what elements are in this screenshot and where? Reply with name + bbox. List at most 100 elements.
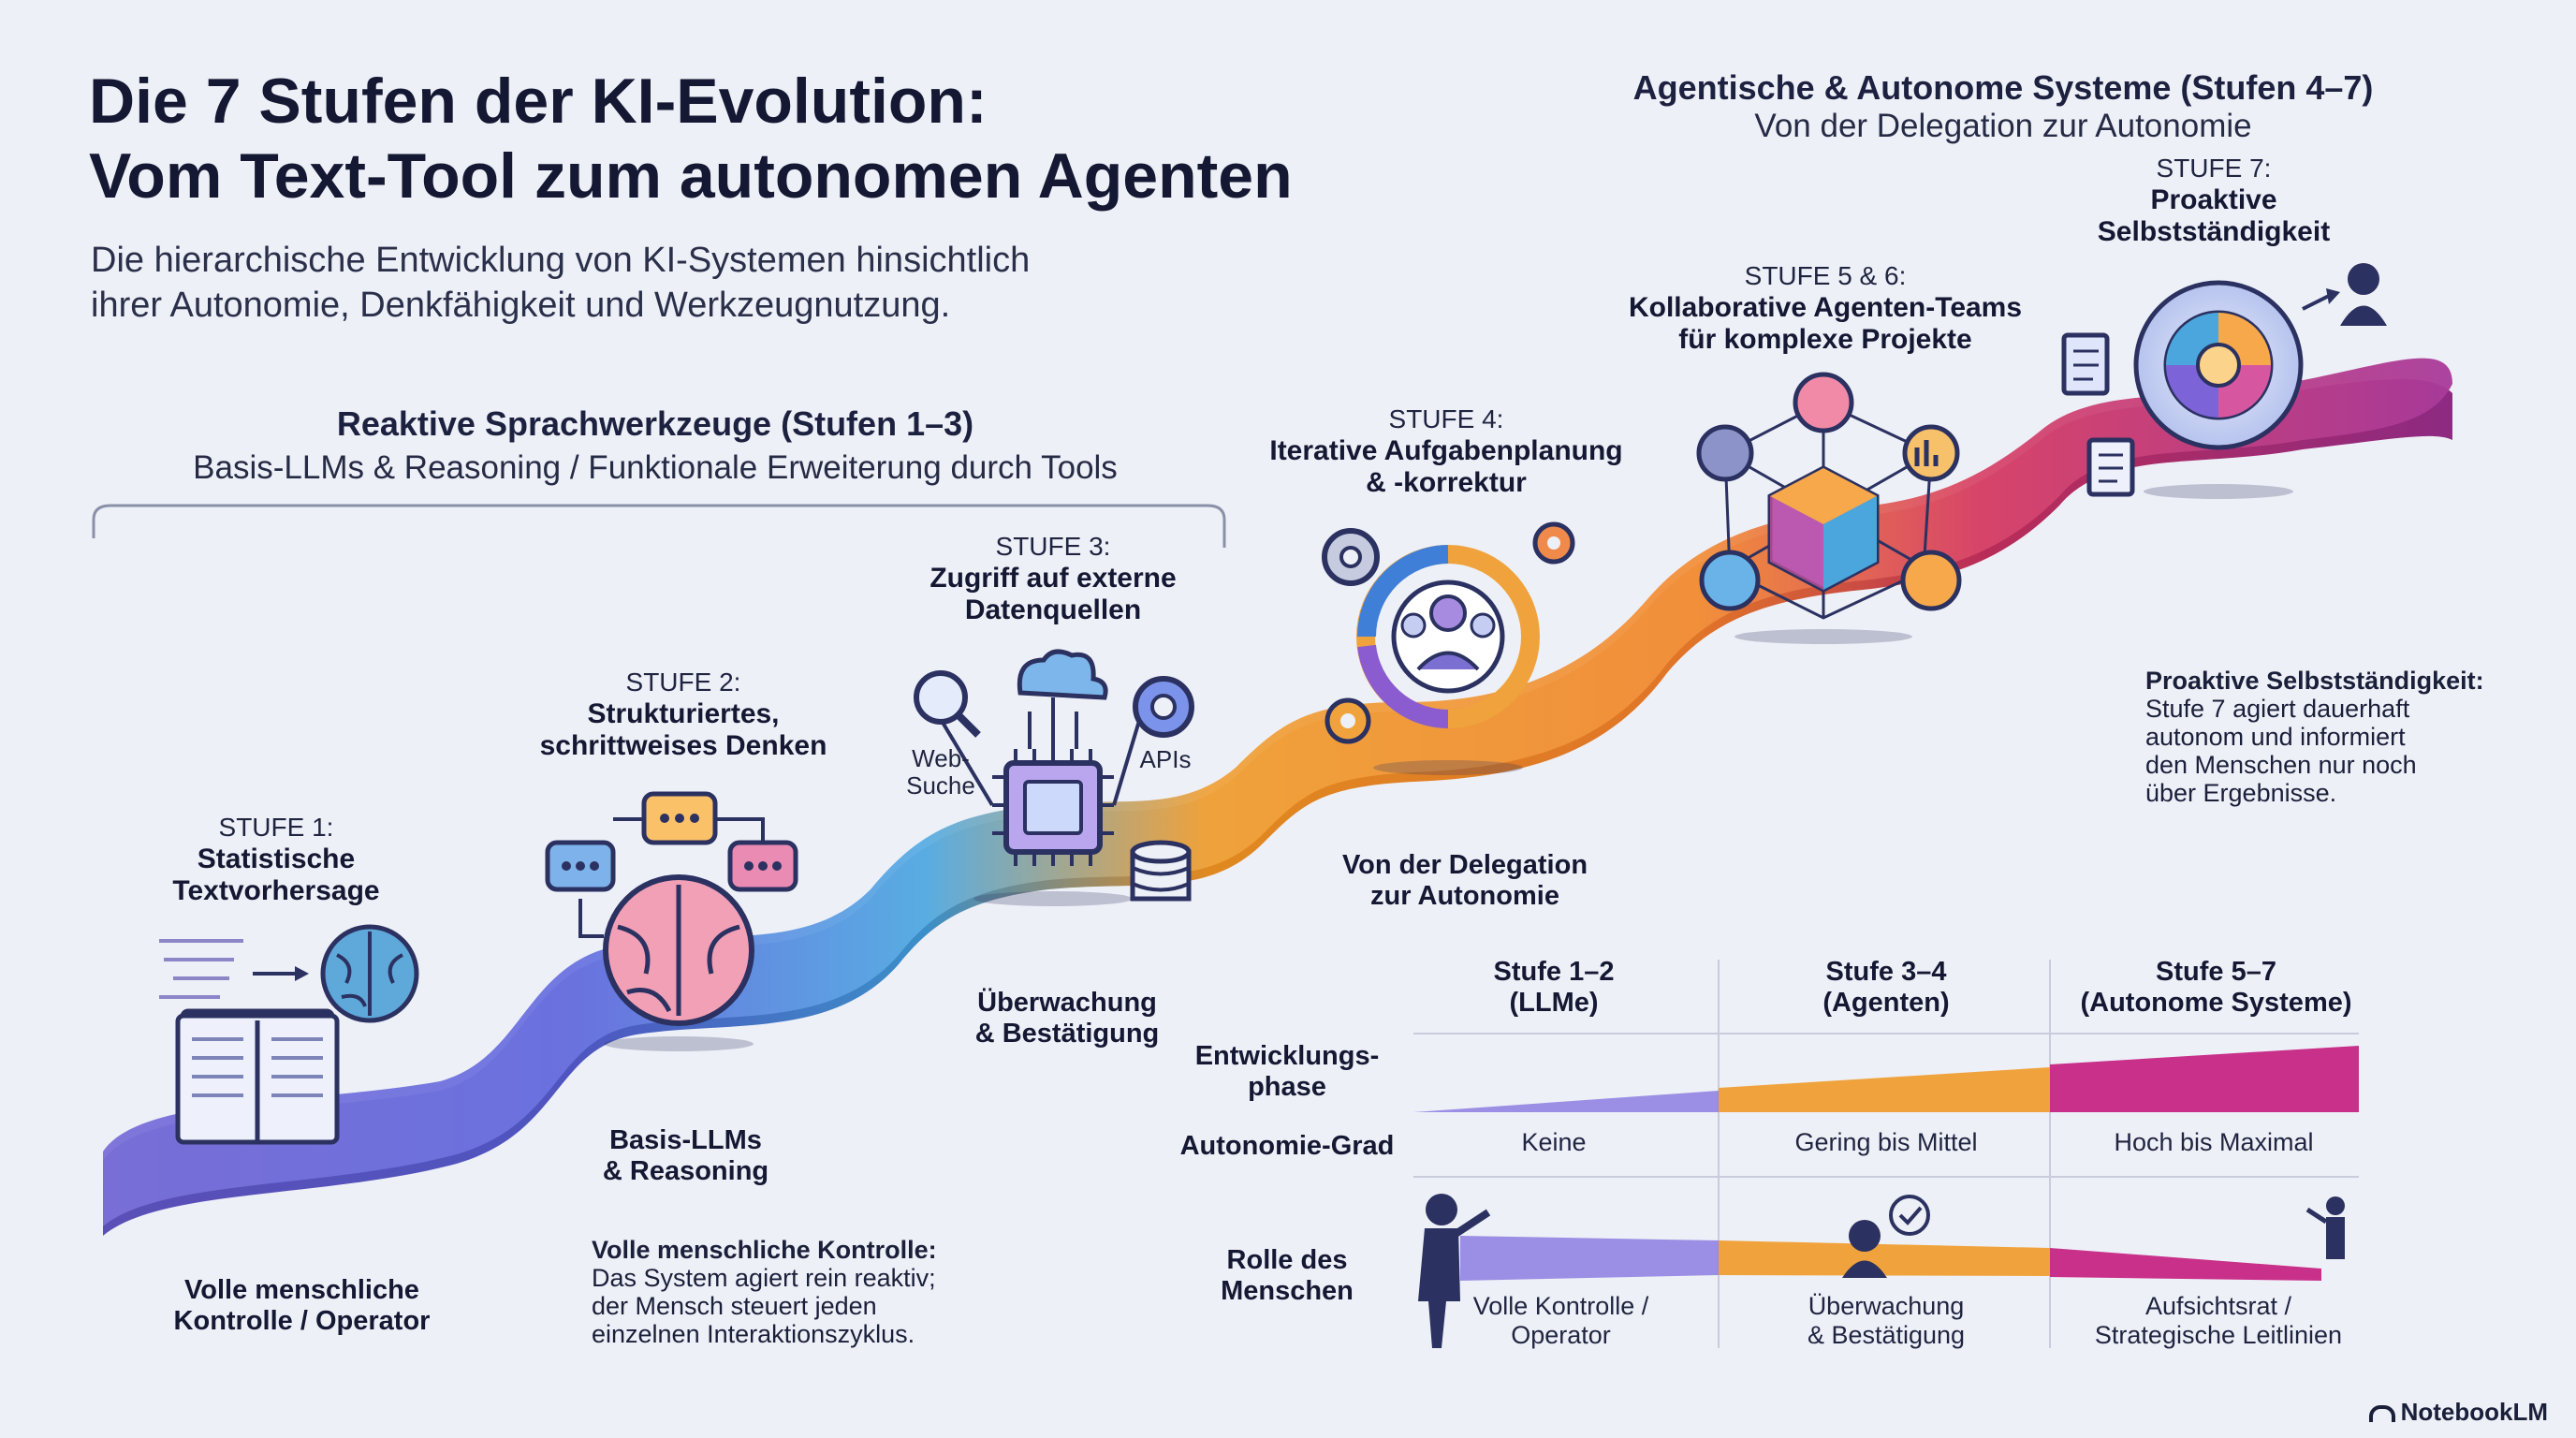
stage-2: STUFE 2: Strukturiertes, schrittweises D… bbox=[524, 667, 842, 762]
comparison-table bbox=[1413, 960, 2359, 1348]
agent-network-icon bbox=[1696, 372, 1962, 644]
stage-3-label: STUFE 3: bbox=[995, 532, 1111, 561]
table-cell-role-2-line-1: Überwachung bbox=[1808, 1292, 1965, 1320]
path-label-control: Volle menschliche Kontrolle / Operator bbox=[140, 1275, 463, 1337]
table-row-role-2: Menschen bbox=[1221, 1276, 1354, 1306]
stage-5-6: STUFE 5 & 6: Kollaborative Agenten-Teams… bbox=[1610, 260, 2041, 356]
stage-4: STUFE 4: Iterative Aufgabenplanung & -ko… bbox=[1245, 404, 1647, 499]
table-row-phase-1: Entwicklungs- bbox=[1194, 1041, 1380, 1071]
reactive-group-title: Reaktive Sprachwerkzeuge (Stufen 1–3) bbox=[336, 404, 974, 443]
path-label-ueberwachung-1: Überwachung bbox=[977, 988, 1157, 1018]
table-col-3-header-2: (Autonome Systeme) bbox=[2080, 988, 2352, 1018]
stage-5-6-name-1: Kollaborative Agenten-Teams bbox=[1628, 292, 2023, 323]
path-label-ueberwachung-2: & Bestätigung bbox=[974, 1019, 1160, 1049]
stage-1-label: STUFE 1: bbox=[218, 813, 334, 842]
path-label-basis: Basis-LLMs & Reasoning bbox=[562, 1125, 810, 1187]
reactive-group-header: Reaktive Sprachwerkzeuge (Stufen 1–3) Ba… bbox=[140, 404, 1170, 487]
note-proactive-title: Proaktive Selbstständigkeit: bbox=[2145, 667, 2484, 695]
table-row-autonomy: Autonomie-Grad bbox=[1179, 1131, 1395, 1161]
stage-7: STUFE 7: Proaktive Selbstständigkeit bbox=[2069, 153, 2359, 248]
stage-4-name-2: & -korrektur bbox=[1366, 467, 1527, 498]
table-cell-role-2: Überwachung & Bestätigung bbox=[1755, 1292, 2017, 1350]
chip-icon bbox=[934, 697, 1144, 906]
path-label-basis-2: & Reasoning bbox=[602, 1156, 769, 1186]
web-search-label: Web- Suche bbox=[894, 745, 988, 800]
gear-icon-right bbox=[1532, 521, 1575, 565]
note-full-control-title: Volle menschliche Kontrolle: bbox=[592, 1236, 937, 1264]
table-col-1-header-2: (LLMe) bbox=[1509, 988, 1599, 1018]
stage-7-name-1: Proaktive bbox=[2150, 184, 2277, 215]
database-icon bbox=[1130, 840, 1192, 902]
stage-3: STUFE 3: Zugriff auf externe Datenquelle… bbox=[899, 531, 1208, 626]
proactive-globe-icon bbox=[2133, 280, 2340, 499]
note-full-control-line-1: Das System agiert rein reaktiv; bbox=[592, 1264, 936, 1292]
stage-2-name-2: schrittweises Denken bbox=[539, 730, 827, 761]
table-col-1-header: Stufe 1–2 (LLMe) bbox=[1404, 957, 1704, 1019]
stage-3-name-2: Datenquellen bbox=[964, 594, 1142, 625]
gear-icon-left bbox=[1322, 528, 1380, 586]
table-col-2-header: Stufe 3–4 (Agenten) bbox=[1736, 957, 2036, 1019]
notebooklm-icon bbox=[2368, 1405, 2395, 1423]
person-icon-check bbox=[1842, 1195, 1930, 1278]
table-col-3-header-1: Stufe 5–7 bbox=[2156, 957, 2276, 987]
agentic-group-title: Agentische & Autonome Systeme (Stufen 4–… bbox=[1632, 68, 2374, 107]
cloud-icon bbox=[1017, 649, 1108, 700]
table-cell-role-3-line-1: Aufsichtsrat / bbox=[2144, 1292, 2292, 1320]
stage-2-name-1: Strukturiertes, bbox=[587, 698, 780, 729]
document-icon-1 bbox=[2061, 332, 2110, 396]
page-subtitle: Die hierarchische Entwicklung von KI-Sys… bbox=[91, 238, 1214, 328]
table-cell-autonomy-3: Hoch bis Maximal bbox=[2114, 1128, 2314, 1156]
stage-1-name-2: Textvorhersage bbox=[172, 875, 380, 906]
person-icon-overseer bbox=[2305, 1196, 2345, 1259]
table-cell-role-3: Aufsichtsrat / Strategische Leitlinien bbox=[2064, 1292, 2373, 1350]
brain-thinking-icon bbox=[545, 791, 798, 1051]
note-proactive-line-1: Stufe 7 agiert dauerhaft bbox=[2145, 695, 2410, 723]
table-cell-role-2-line-2: & Bestätigung bbox=[1807, 1321, 1966, 1349]
note-proactive-line-2: autonom und informiert bbox=[2145, 723, 2406, 751]
table-cell-role-1-line-1: Volle Kontrolle / bbox=[1472, 1292, 1649, 1320]
book-icon bbox=[159, 939, 340, 1145]
table-col-3-header: Stufe 5–7 (Autonome Systeme) bbox=[2055, 957, 2378, 1019]
document-icon-2 bbox=[2086, 437, 2135, 497]
table-cell-autonomy-2: Gering bis Mittel bbox=[1794, 1128, 1978, 1156]
stage-1: STUFE 1: Statistische Textvorhersage bbox=[136, 812, 417, 907]
note-full-control-line-3: einzelnen Interaktionszyklus. bbox=[592, 1320, 915, 1348]
table-cell-role-1: Volle Kontrolle / Operator bbox=[1437, 1292, 1685, 1350]
brand-label: NotebookLM bbox=[2400, 1398, 2548, 1426]
stage-4-label: STUFE 4: bbox=[1388, 404, 1504, 433]
path-label-control-1: Volle menschliche bbox=[184, 1275, 419, 1305]
title-line-2: Vom Text-Tool zum autonomen Agenten bbox=[89, 140, 1293, 212]
table-col-2-header-2: (Agenten) bbox=[1822, 988, 1950, 1018]
brand-logo: NotebookLM bbox=[2368, 1398, 2548, 1427]
note-proactive-line-3: den Menschen nur noch bbox=[2145, 751, 2417, 779]
stage-5-6-name-2: für komplexe Projekte bbox=[1678, 324, 1972, 355]
title-line-1: Die 7 Stufen der KI-Evolution: bbox=[89, 66, 988, 137]
table-row-phase: Entwicklungs- phase bbox=[1175, 1041, 1399, 1103]
brain-icon-small bbox=[253, 924, 419, 1023]
note-proactive: Proaktive Selbstständigkeit: Stufe 7 agi… bbox=[2145, 667, 2520, 807]
path-label-delegation-1: Von der Delegation bbox=[1341, 850, 1588, 880]
magnifier-icon bbox=[914, 670, 981, 738]
agentic-group-subtitle: Von der Delegation zur Autonomie bbox=[1754, 108, 2252, 144]
person-icon-pointing bbox=[1418, 1194, 1491, 1348]
stage-3-name-1: Zugriff auf externe bbox=[929, 563, 1177, 594]
note-proactive-line-4: über Ergebnisse. bbox=[2145, 779, 2337, 807]
gear-icon-apis bbox=[1133, 676, 1194, 738]
reactive-group-subtitle: Basis-LLMs & Reasoning / Funktionale Erw… bbox=[193, 449, 1118, 486]
path-label-delegation: Von der Delegation zur Autonomie bbox=[1310, 850, 1619, 912]
table-row-role: Rolle des Menschen bbox=[1193, 1245, 1381, 1307]
path-label-delegation-2: zur Autonomie bbox=[1370, 881, 1559, 911]
subtitle-line-2: ihrer Autonomie, Denkfähigkeit und Werkz… bbox=[91, 286, 951, 325]
person-icon-top bbox=[2340, 263, 2387, 326]
stage-7-label: STUFE 7: bbox=[2156, 154, 2272, 183]
web-search-label-2: Suche bbox=[906, 771, 975, 800]
table-cell-autonomy-1: Keine bbox=[1521, 1128, 1587, 1156]
stage-4-name-1: Iterative Aufgabenplanung bbox=[1269, 435, 1623, 466]
table-row-role-1: Rolle des bbox=[1226, 1245, 1348, 1275]
iteration-cycle-icon bbox=[1356, 545, 1540, 775]
path-label-basis-1: Basis-LLMs bbox=[609, 1125, 762, 1155]
web-search-label-1: Web- bbox=[912, 744, 970, 772]
path-label-control-2: Kontrolle / Operator bbox=[173, 1306, 431, 1336]
stage-7-name-2: Selbstständigkeit bbox=[2097, 216, 2331, 247]
